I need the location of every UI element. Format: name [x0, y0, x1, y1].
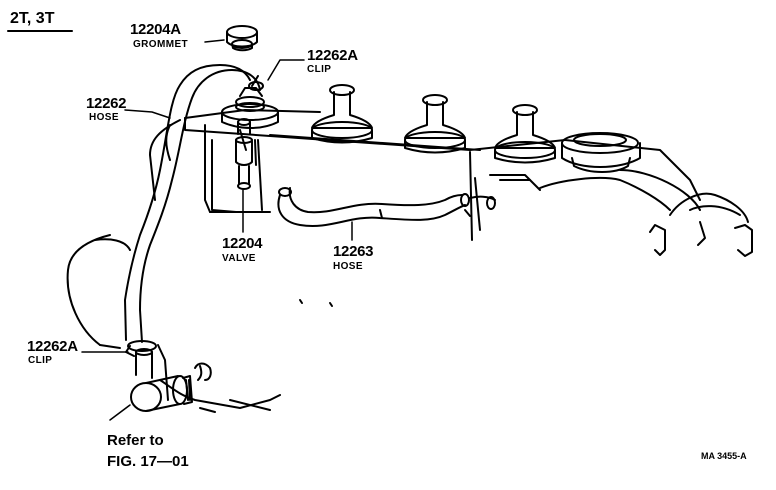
- part-name-clip-top: CLIP: [307, 64, 332, 75]
- leader-lines: [81, 39, 353, 421]
- engine-block: [66, 109, 753, 413]
- clip-top: [235, 75, 265, 108]
- part-name-hose-12262: HOSE: [89, 112, 119, 123]
- reference-line-2: FIG. 17—01: [107, 453, 189, 470]
- diagram-title: 2T, 3T: [10, 10, 55, 27]
- grommet-part: [226, 25, 258, 52]
- reference-line-1: Refer to: [107, 432, 164, 449]
- oil-filler-cap: [561, 132, 641, 173]
- part-name-hose-12263: HOSE: [333, 261, 363, 272]
- part-number-grommet: 12204A: [130, 21, 181, 38]
- cylinder-bosses: [311, 84, 556, 164]
- hose-12262: [124, 64, 264, 343]
- part-number-clip-bottom: 12262A: [27, 338, 78, 355]
- part-name-grommet: GROMMET: [133, 39, 189, 50]
- figure-code: MA 3455-A: [701, 451, 747, 461]
- elbow-fitting: [130, 348, 212, 412]
- part-name-clip-bottom: CLIP: [28, 355, 53, 366]
- part-number-hose-12263: 12263: [333, 243, 374, 260]
- part-number-valve: 12204: [222, 235, 263, 252]
- part-name-valve: VALVE: [222, 253, 256, 264]
- pcv-valve-part: [235, 118, 253, 190]
- part-number-hose-12262: 12262: [86, 95, 127, 112]
- hose-12263: [277, 187, 496, 227]
- part-number-clip-top: 12262A: [307, 47, 358, 64]
